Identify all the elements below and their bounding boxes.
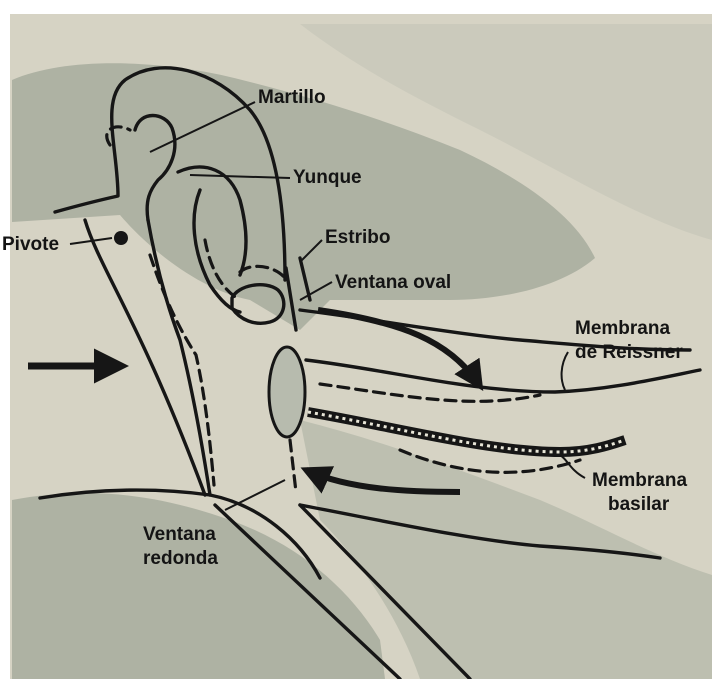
label-yunque: Yunque (293, 167, 362, 188)
pivot-dot (114, 231, 128, 245)
label-estribo: Estribo (325, 227, 390, 248)
round-window-bulge (269, 347, 305, 437)
label-membrana-basilar-line2: basilar (608, 494, 670, 515)
label-ventana-redonda-line1: Ventana (143, 524, 216, 545)
label-pivote: Pivote (2, 234, 59, 255)
label-martillo: Martillo (258, 87, 326, 108)
label-ventana-oval: Ventana oval (335, 272, 451, 293)
label-ventana-redonda-line2: redonda (143, 548, 218, 569)
label-membrana-reissner-line1: Membrana (575, 318, 670, 339)
label-membrana-basilar-line1: Membrana (592, 470, 687, 491)
label-membrana-reissner-line2: de Reissner (575, 342, 683, 363)
